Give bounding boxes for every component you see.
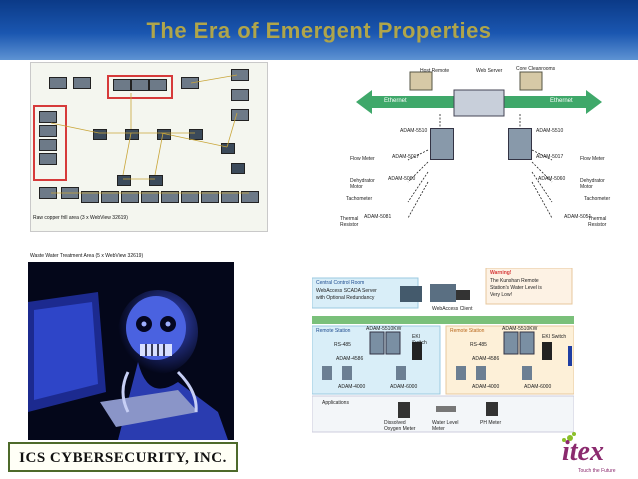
controller-label: ADAM-5510KW xyxy=(502,326,538,332)
monitor-icon xyxy=(131,79,149,91)
scada-server-label: WebAccess SCADA Server xyxy=(316,288,377,294)
itex-logo: itex Touch the Future xyxy=(556,430,626,474)
monitor-icon xyxy=(113,79,131,91)
application-label: PH Meter xyxy=(480,420,502,426)
monitor-icon xyxy=(49,77,67,89)
monitor-icon xyxy=(101,191,119,203)
controller-label: ADAM-5510KW xyxy=(366,326,402,332)
scada-server-label: with Optional Redundancy xyxy=(316,295,375,301)
adam-controller-right xyxy=(508,128,532,160)
adam-controller-left xyxy=(430,128,454,160)
module-label: ADAM-6000 xyxy=(524,384,552,390)
diagram-caption: Raw copper frill area (3 x WebView 32619… xyxy=(33,215,128,221)
module-label: ADAM-5060 xyxy=(388,176,416,182)
remote-station-label: Remote Station xyxy=(450,328,485,334)
highlight-box-top xyxy=(107,75,173,99)
sensor-label: Tachometer xyxy=(584,196,611,202)
sensor-label: Flow Meter xyxy=(580,156,605,162)
highlight-box-left xyxy=(33,105,67,181)
company-logo-box: ICS CYBERSECURITY, INC. xyxy=(8,442,238,472)
webaccess-client-label: WebAccess Client xyxy=(432,306,473,312)
remote-station-label: Remote Station xyxy=(316,328,351,334)
server-icon xyxy=(149,175,163,186)
sensor-label: Dehydrator Motor xyxy=(580,178,605,190)
host-remote-label: Host Remote xyxy=(420,68,450,74)
warning-text: The Kunshan Remote xyxy=(490,278,539,284)
monitor-icon xyxy=(39,125,57,137)
sensor-label: Dehydrator Motor xyxy=(350,178,375,190)
application-label: Water Level Meter xyxy=(432,420,459,432)
monitor-icon xyxy=(241,191,259,203)
monitor-icon xyxy=(221,191,239,203)
module-label: ADAM-5510 xyxy=(400,128,428,134)
rs485-label: RS-485 xyxy=(470,342,487,348)
warning-text: Very Low! xyxy=(490,292,512,298)
monitor-icon xyxy=(121,191,139,203)
itex-logo-mark xyxy=(562,432,576,442)
monitor-icon xyxy=(231,69,249,81)
hacker-skeleton-image xyxy=(28,262,234,440)
module-label: ADAM-6000 xyxy=(390,384,418,390)
monitor-icon xyxy=(231,89,249,101)
diagram-caption: Waste Water Treatment Area (5 x WebView … xyxy=(30,253,144,259)
adam-network-diagram: Ethernet Ethernet Internet Host Remote W… xyxy=(340,62,618,234)
sensor-label: Flow Meter xyxy=(350,156,375,162)
computer-icon xyxy=(231,163,245,174)
monitor-icon xyxy=(73,77,91,89)
monitor-icon xyxy=(39,111,57,123)
server-icon xyxy=(117,175,131,186)
internet-label: Internet xyxy=(558,92,575,98)
monitor-icon xyxy=(181,77,199,89)
module-label: ADAM-5081 xyxy=(364,214,392,220)
module-label: ADAM-5060 xyxy=(538,176,566,182)
applications-label: Applications xyxy=(322,400,349,406)
monitor-icon xyxy=(39,153,57,165)
monitor-icon xyxy=(81,191,99,203)
eki-switch-label: EKI Switch xyxy=(542,334,567,340)
computer-icon xyxy=(125,129,139,140)
sensor-label: Thermal Resistor xyxy=(340,216,359,228)
ethernet-arrows xyxy=(356,71,602,219)
sensor-label: Tachometer xyxy=(346,196,373,202)
scada-system-diagram: Central Control Room WebAccess SCADA Ser… xyxy=(312,268,574,434)
company-name: ICS CYBERSECURITY, INC. xyxy=(19,450,227,466)
module-label: ADAM-5051 xyxy=(564,214,592,220)
module-label: ADAM-4586 xyxy=(336,356,364,362)
network-diagram-image: Raw copper frill area (3 x WebView 32619… xyxy=(30,62,268,232)
module-label: ADAM-5017 xyxy=(392,154,420,160)
module-label: ADAM-5510 xyxy=(536,128,564,134)
slide-header xyxy=(0,0,638,60)
eki-switch-label: EKI Switch xyxy=(412,334,427,346)
ethernet-label: Ethernet xyxy=(384,98,407,104)
computer-icon xyxy=(93,129,107,140)
monitor-icon xyxy=(201,191,219,203)
computer-icon xyxy=(189,129,203,140)
monitor-icon xyxy=(149,79,167,91)
module-label: ADAM-4000 xyxy=(338,384,366,390)
warning-text: Station's Water Level is xyxy=(490,285,542,291)
monitor-icon xyxy=(181,191,199,203)
monitor-icon xyxy=(141,191,159,203)
rs485-label: RS-485 xyxy=(334,342,351,348)
web-server-label: Web Server xyxy=(476,68,503,74)
module-label: ADAM-4586 xyxy=(472,356,500,362)
ethernet-label: Ethernet xyxy=(550,98,573,104)
cleanroom-label: Core Cleanrooms xyxy=(516,66,556,72)
hacker-illustration xyxy=(28,262,234,440)
application-label: Dissolved Oxygen Meter xyxy=(384,420,416,432)
brand-name: itex xyxy=(562,436,604,467)
monitor-icon xyxy=(161,191,179,203)
computer-icon xyxy=(157,129,171,140)
brand-tagline: Touch the Future xyxy=(578,468,616,474)
monitor-icon xyxy=(39,139,57,151)
network-links xyxy=(50,74,249,194)
module-label: ADAM-5017 xyxy=(536,154,564,160)
slide-title: The Era of Emergent Properties xyxy=(146,18,492,43)
module-label: ADAM-4000 xyxy=(472,384,500,390)
scada-background xyxy=(312,268,574,433)
control-room-label: Central Control Room xyxy=(316,280,365,286)
sensor-label: Thermal Resistor xyxy=(588,216,607,228)
warning-title: Warning! xyxy=(490,270,512,276)
